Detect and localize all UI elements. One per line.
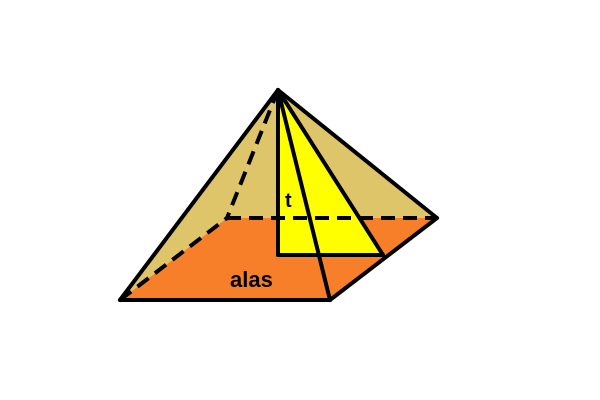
base-label: alas xyxy=(230,267,273,292)
lateral-edge-front-right xyxy=(276,88,332,302)
hidden-edges xyxy=(118,89,437,302)
hidden-base-left-edge xyxy=(118,216,229,302)
hidden-lateral-edge xyxy=(225,89,280,219)
height-label: t xyxy=(285,190,292,212)
pyramid-edges xyxy=(118,88,439,302)
lateral-edge-back-right xyxy=(276,88,439,220)
base-right-edge xyxy=(328,216,439,302)
slant-height-line xyxy=(276,88,385,257)
lateral-edge-front-left xyxy=(118,88,280,302)
